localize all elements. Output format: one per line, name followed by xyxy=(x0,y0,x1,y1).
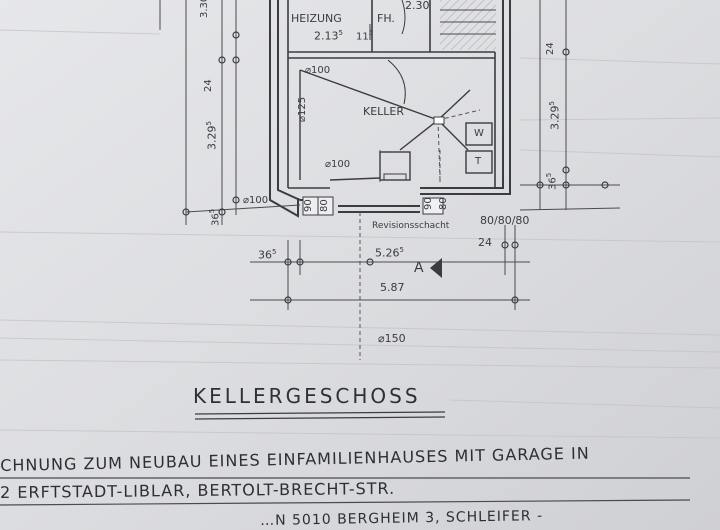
dim-bottom-5265: 5.265 xyxy=(375,246,404,260)
dim-small-90b: 90 xyxy=(423,197,434,210)
pipe-label-150: ⌀150 xyxy=(378,332,406,345)
pipe-label-100-mid: ⌀100 xyxy=(325,159,351,170)
dim-right-365: 365 xyxy=(545,172,559,190)
floor-drain xyxy=(433,116,445,125)
dim-right-3295: 3.295 xyxy=(548,101,562,130)
revision-shaft-size: 80/80/80 xyxy=(480,214,530,227)
dim-left-330: 3.30 xyxy=(199,0,210,18)
dim-small-80a: 80 xyxy=(319,199,330,212)
revision-shaft-label: Revisionsschacht xyxy=(372,221,450,231)
room-label-heizung: HEIZUNG xyxy=(291,12,342,25)
dim-top-213: 2.135 xyxy=(314,29,343,43)
dryer-box xyxy=(465,150,493,174)
washer-box xyxy=(465,122,493,146)
room-label-keller: KELLER xyxy=(363,105,405,118)
pipe-label-100-left: ⌀100 xyxy=(243,195,269,206)
dim-left-24: 24 xyxy=(203,79,214,92)
title-underline xyxy=(194,411,446,420)
inner-walls xyxy=(287,0,496,189)
dim-bottom-24: 24 xyxy=(478,236,492,249)
door-swings xyxy=(369,0,406,105)
dim-left-365: 365 xyxy=(208,208,222,226)
dim-top-230: 2.30 xyxy=(405,0,430,12)
dim-left-3295: 3.295 xyxy=(205,121,219,150)
dim-bottom-365: 365 xyxy=(258,248,277,262)
title-block-lines xyxy=(0,477,691,506)
dim-right-24: 24 xyxy=(545,42,556,55)
dim-bottom-587: 5.87 xyxy=(380,281,405,294)
fixture-label-w: W xyxy=(474,128,484,139)
pipe-lines xyxy=(299,69,471,180)
section-marker-a: A xyxy=(414,260,424,276)
revision-shaft xyxy=(422,197,444,215)
tank-inner xyxy=(383,173,407,181)
drawing-title: KELLERGESCHOSS xyxy=(193,384,421,408)
dimension-markers xyxy=(182,31,609,304)
pipe-label-125: ⌀125 xyxy=(297,96,308,122)
fixture-label-t: T xyxy=(475,156,482,167)
dim-top-115: 115 xyxy=(356,29,374,43)
stair-treads xyxy=(440,9,496,35)
pipe-to-tank xyxy=(329,177,381,181)
wall-opening-right xyxy=(317,196,334,216)
dim-small-80b: 80 xyxy=(438,197,449,210)
pipe-label-100-top: ⌀100 xyxy=(305,65,331,76)
stair-hatch xyxy=(440,0,496,50)
section-arrow xyxy=(430,258,442,278)
dim-small-90a: 90 xyxy=(303,199,314,212)
room-label-fh: FH. xyxy=(377,12,395,25)
